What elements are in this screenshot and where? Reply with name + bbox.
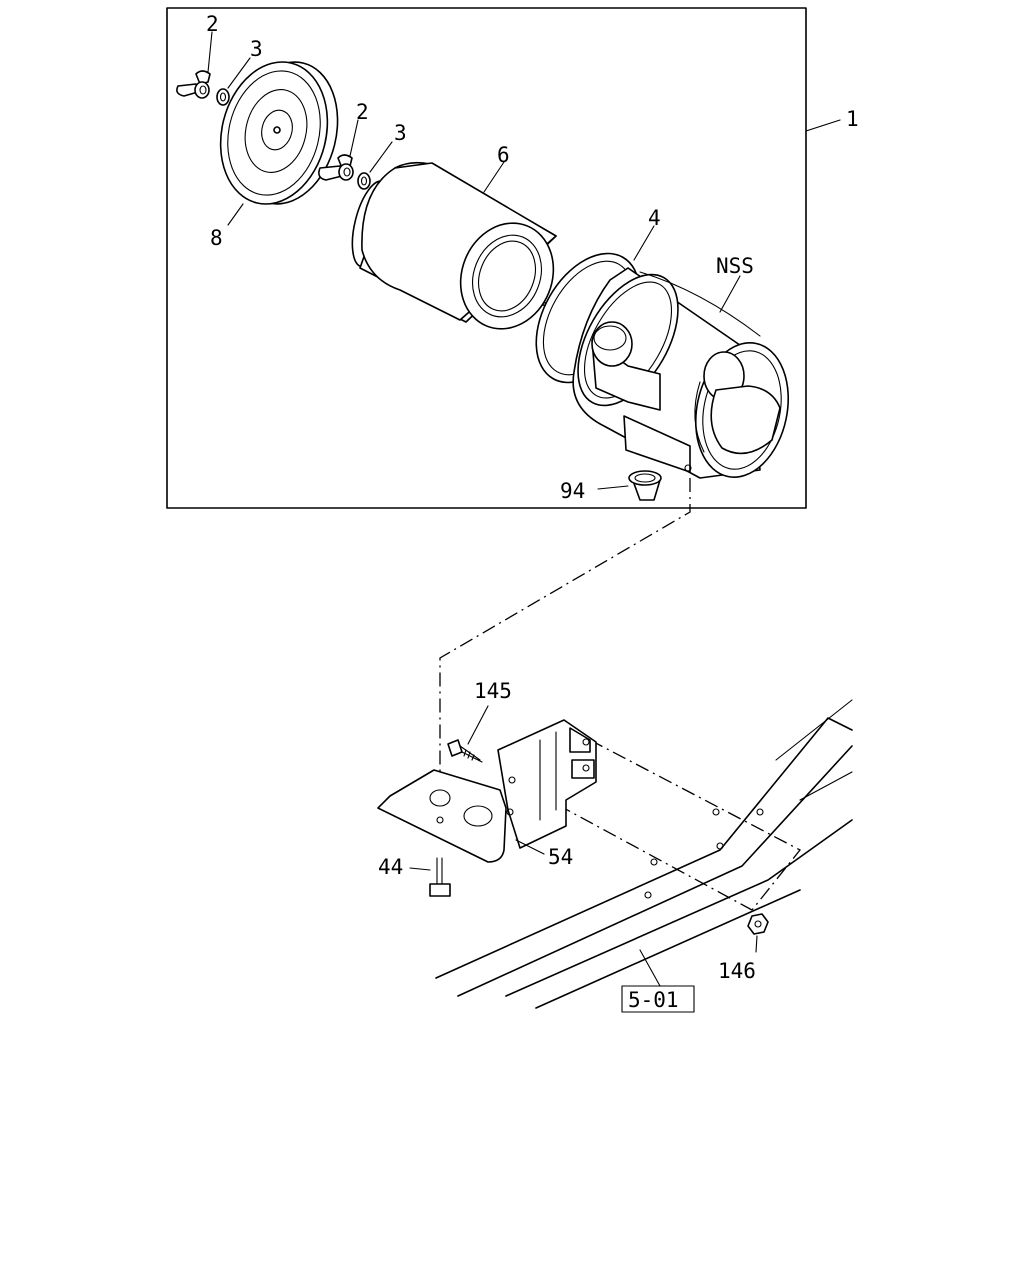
washer-part-3-upper[interactable] [216, 88, 230, 106]
callout-4[interactable]: 4 [648, 206, 661, 230]
cover-part-8[interactable] [206, 51, 352, 216]
callout-44[interactable]: 44 [378, 855, 403, 879]
wing-nut-part-2-lower[interactable] [318, 154, 354, 181]
bracket-part-54[interactable] [377, 719, 597, 863]
washer-part-3-lower[interactable] [357, 172, 371, 190]
callout-94[interactable]: 94 [560, 479, 585, 503]
callout-3-lower[interactable]: 3 [394, 121, 407, 145]
callout-145[interactable]: 145 [474, 679, 512, 703]
callout-2-lower[interactable]: 2 [356, 100, 369, 124]
housing-nss[interactable] [557, 258, 800, 486]
frame-ref-box [621, 985, 695, 1013]
assembly-frame [166, 7, 807, 509]
filter-element-part-6[interactable] [345, 161, 569, 343]
callout-6[interactable]: 6 [497, 143, 510, 167]
callout-146[interactable]: 146 [718, 959, 756, 983]
drain-valve-part-94[interactable] [628, 470, 662, 501]
callout-nss[interactable]: NSS [716, 254, 754, 278]
callout-3-upper[interactable]: 3 [250, 37, 263, 61]
frame-rail [435, 699, 853, 1009]
callout-54[interactable]: 54 [548, 845, 573, 869]
callout-5-01[interactable]: 5-01 [628, 988, 679, 1012]
wing-nut-part-2-upper[interactable] [176, 70, 211, 99]
callout-8[interactable]: 8 [210, 226, 223, 250]
bolt-part-145[interactable] [447, 739, 483, 763]
bolt-part-44[interactable] [429, 857, 451, 897]
callout-1[interactable]: 1 [846, 107, 859, 131]
nut-part-146[interactable] [747, 913, 769, 935]
callout-2-upper[interactable]: 2 [206, 12, 219, 36]
